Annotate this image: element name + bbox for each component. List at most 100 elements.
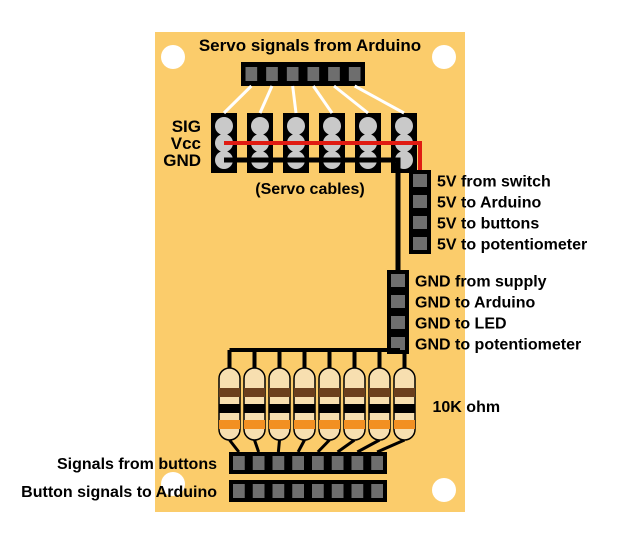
header-pin[interactable] [312,456,324,470]
gnd-bus-wire [224,157,401,270]
ground-header-label-1: GND to Arduino [415,295,536,312]
resistor-band [244,388,265,397]
resistor-band [219,420,240,429]
resistor-band [294,420,315,429]
header-pin[interactable] [286,67,299,81]
header-pin[interactable] [391,295,405,308]
header-pin[interactable] [292,484,304,498]
servo-row-label-vcc: Vcc [171,134,201,153]
header-pin[interactable] [371,484,383,498]
button-signal-input-header[interactable] [229,452,387,474]
header-pin[interactable] [413,216,427,229]
header-pin[interactable] [272,456,285,470]
resistor-band [219,404,240,413]
mounting-hole-bottom-right [432,478,456,502]
resistor-band [394,420,415,429]
servo-pin[interactable] [215,117,233,135]
resistor-band [369,420,390,429]
resistor-lead-bottom [228,439,241,453]
resistor-lead-bottom [296,439,306,453]
button-output-label: Button signals to Arduino [21,484,217,501]
header-pin[interactable] [307,67,320,81]
ground-header-label-3: GND to potentiometer [415,337,581,354]
servo-signal-wire [333,84,369,115]
resistor-band [394,388,415,397]
resistor-lead-bottom [316,438,331,454]
resistor-band [344,388,365,397]
header-pin[interactable] [413,195,427,208]
ground-header-label-2: GND to LED [415,316,507,333]
servo-row-label-sig: SIG [172,117,201,136]
five-volt-header-label-3: 5V to potentiometer [437,237,587,254]
header-pin[interactable] [328,67,340,81]
resistor-lead-bottom [376,438,406,454]
resistor-lead-bottom [336,438,356,454]
header-pin[interactable] [292,456,304,470]
header-pin[interactable] [272,484,285,498]
servo-pin[interactable] [395,117,413,135]
header-pin[interactable] [233,456,245,470]
servo-input-header[interactable] [241,62,365,86]
resistor-lead-bottom [356,438,381,454]
header-pin[interactable] [391,337,405,350]
header-pin[interactable] [391,274,405,287]
header-pin[interactable] [331,484,344,498]
header-pin[interactable] [413,174,427,187]
resistor-band [369,404,390,413]
vcc-bus-wire [224,141,422,170]
servo-pin[interactable] [359,117,377,135]
five-volt-header-label-1: 5V to Arduino [437,195,542,212]
resistor-bus-wire [229,348,400,354]
header-pin[interactable] [348,67,361,81]
resistor-band [294,404,315,413]
five-volt-header-label-0: 5V from switch [437,174,551,191]
resistor-band [394,404,415,413]
header-pin[interactable] [266,67,278,81]
mounting-hole-top-right [432,45,456,69]
five-volt-header-label-2: 5V to buttons [437,216,539,233]
servo-signal-wire [222,84,253,115]
servo-pin[interactable] [287,117,305,135]
servo-pin[interactable] [323,117,341,135]
mounting-hole-top-left [161,45,185,69]
ground-header-label-0: GND from supply [415,274,547,291]
resistor-band [294,388,315,397]
header-pin[interactable] [371,456,383,470]
servo-input-title: Servo signals from Arduino [199,36,421,55]
resistor-band [269,404,290,413]
resistor-band [244,420,265,429]
resistor-lead-bottom [276,439,281,453]
header-pin[interactable] [413,237,427,250]
resistor-lead-bottom [253,439,261,453]
header-pin[interactable] [245,67,258,81]
header-pin[interactable] [233,484,245,498]
servo-row-label-gnd: GND [163,151,201,170]
servo-pin[interactable] [251,117,269,135]
header-pin[interactable] [252,484,265,498]
resistor-band [319,420,340,429]
resistor-band [369,388,390,397]
header-pin[interactable] [351,484,364,498]
five-volt-header[interactable] [409,170,431,254]
servo-cables-caption: (Servo cables) [255,181,364,198]
header-pin[interactable] [331,456,344,470]
servo-signal-wire [291,85,298,114]
resistor-band [319,404,340,413]
header-pin[interactable] [312,484,324,498]
resistor-band [319,388,340,397]
resistor-band [219,388,240,397]
button-input-label: Signals from buttons [57,456,217,473]
header-pin[interactable] [351,456,364,470]
header-pin[interactable] [391,316,405,329]
servo-signal-wire [312,85,334,114]
header-pin[interactable] [252,456,265,470]
resistor-value-label: 10K ohm [433,399,501,416]
mounting-hole-bottom-left [161,472,185,496]
resistor-band [244,404,265,413]
ground-header[interactable] [387,270,409,354]
servo-distribution-pcb [155,32,465,512]
resistor-band [269,388,290,397]
button-signal-output-header[interactable] [229,480,387,502]
